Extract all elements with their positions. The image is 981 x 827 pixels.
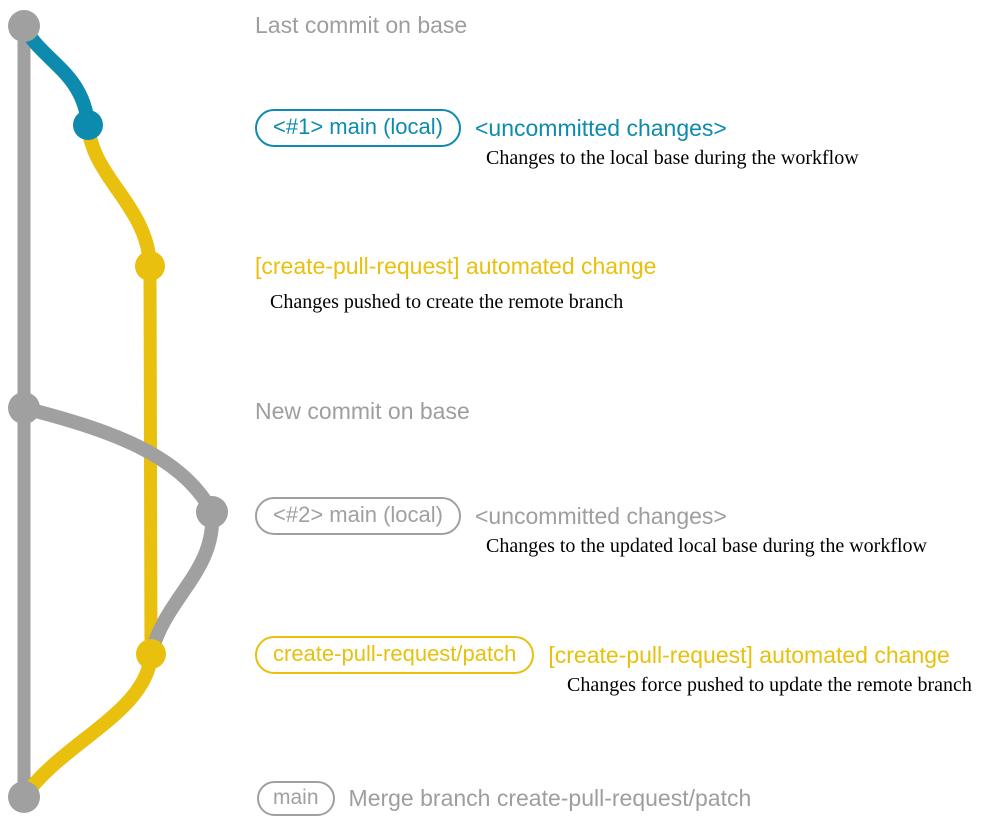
local-main-2-to-patch-line xyxy=(144,505,220,661)
commit-node-base-new[interactable] xyxy=(8,392,40,424)
commit-node-base-last[interactable] xyxy=(8,10,40,42)
entry-subtext-automated-change-2: Changes force pushed to update the remot… xyxy=(567,674,972,696)
branch-badge-local-main-1[interactable]: <#1> main (local) xyxy=(255,109,461,147)
entry-headline: [create-pull-request] automated change xyxy=(255,253,657,279)
local-main-1-branch-line xyxy=(17,19,95,132)
entry-subtext-automated-change-1: Changes pushed to create the remote bran… xyxy=(270,291,624,313)
entry-headline: New commit on base xyxy=(255,398,470,424)
commit-node-merge[interactable] xyxy=(8,781,40,813)
branch-badge-main[interactable]: main xyxy=(257,781,335,816)
patch-branch-trunk-line xyxy=(143,259,158,661)
entry-headline: <uncommitted changes> xyxy=(474,502,727,529)
entry-last-commit-on-base: Last commit on base xyxy=(255,14,467,37)
local-main-2-branch-line xyxy=(17,401,219,519)
entry-merge-commit: main Merge branch create-pull-request/pa… xyxy=(257,781,751,816)
entry-headline: Merge branch create-pull-request/patch xyxy=(348,785,752,811)
entry-automated-change-2: create-pull-request/patch [create-pull-r… xyxy=(255,636,950,674)
entry-headline: [create-pull-request] automated change xyxy=(548,641,950,668)
entry-headline: Last commit on base xyxy=(255,12,468,38)
entry-local-main-2: <#2> main (local) <uncommitted changes> xyxy=(255,497,727,535)
entry-local-main-1: <#1> main (local) <uncommitted changes> xyxy=(255,109,727,147)
commit-node-local-main-1[interactable] xyxy=(73,110,103,140)
patch-merge-line xyxy=(17,647,158,804)
commit-node-patch-1[interactable] xyxy=(135,251,165,281)
branch-badge-local-main-2[interactable]: <#2> main (local) xyxy=(255,497,461,535)
entry-subtext-local-main-1: Changes to the local base during the wor… xyxy=(486,147,859,169)
commit-node-patch-2[interactable] xyxy=(136,639,166,669)
patch-branch-line-upper xyxy=(81,118,157,273)
entry-new-commit-on-base: New commit on base xyxy=(255,400,470,423)
entry-headline: <uncommitted changes> xyxy=(474,114,727,141)
entry-automated-change-1: [create-pull-request] automated change xyxy=(255,255,656,278)
commit-node-local-main-2[interactable] xyxy=(196,496,228,528)
entry-subtext-local-main-2: Changes to the updated local base during… xyxy=(486,535,927,557)
branch-badge-patch[interactable]: create-pull-request/patch xyxy=(255,636,535,674)
